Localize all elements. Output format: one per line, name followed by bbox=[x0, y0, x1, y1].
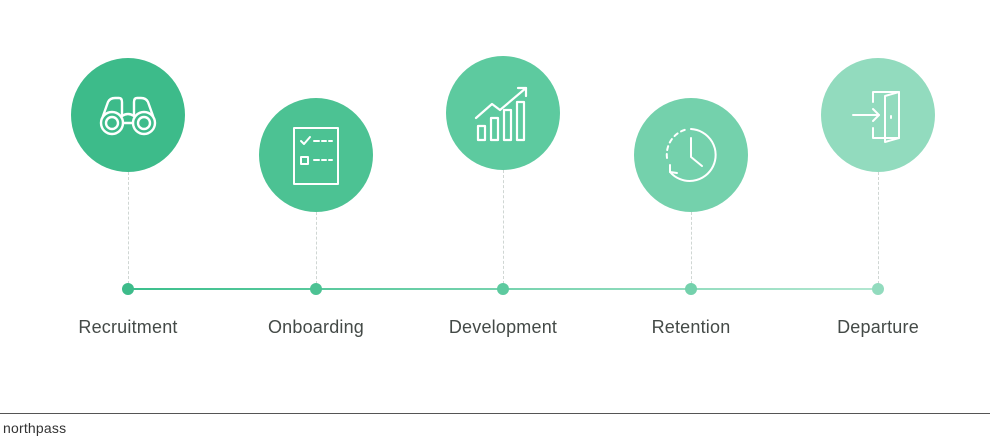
connector-recruitment bbox=[128, 172, 129, 284]
stage-circle-onboarding bbox=[259, 98, 373, 212]
stage-label-retention: Retention bbox=[651, 317, 731, 337]
stage-label-recruitment: Recruitment bbox=[78, 317, 178, 337]
timeline-dot-development bbox=[497, 283, 509, 295]
timeline-dot-departure bbox=[872, 283, 884, 295]
growth-chart-icon bbox=[474, 86, 528, 142]
stage-label-development: Development bbox=[448, 317, 558, 337]
stage-circle-departure bbox=[821, 58, 935, 172]
timeline-dot-onboarding bbox=[310, 283, 322, 295]
footer-divider bbox=[0, 413, 990, 414]
exit-door-icon bbox=[852, 91, 900, 143]
connector-departure bbox=[878, 172, 879, 284]
connector-retention bbox=[691, 212, 692, 284]
timeline-dot-retention bbox=[685, 283, 697, 295]
clock-icon bbox=[665, 128, 717, 182]
checklist-icon bbox=[293, 127, 339, 185]
binoculars-icon bbox=[99, 96, 157, 136]
timeline-dot-recruitment bbox=[122, 283, 134, 295]
stage-circle-retention bbox=[634, 98, 748, 212]
stage-circle-recruitment bbox=[71, 58, 185, 172]
connector-onboarding bbox=[316, 212, 317, 284]
stage-label-departure: Departure bbox=[837, 317, 919, 337]
stage-circle-development bbox=[446, 56, 560, 170]
stage-label-onboarding: Onboarding bbox=[267, 317, 365, 337]
connector-development bbox=[503, 170, 504, 284]
northpass-logo: northpass bbox=[3, 420, 67, 436]
